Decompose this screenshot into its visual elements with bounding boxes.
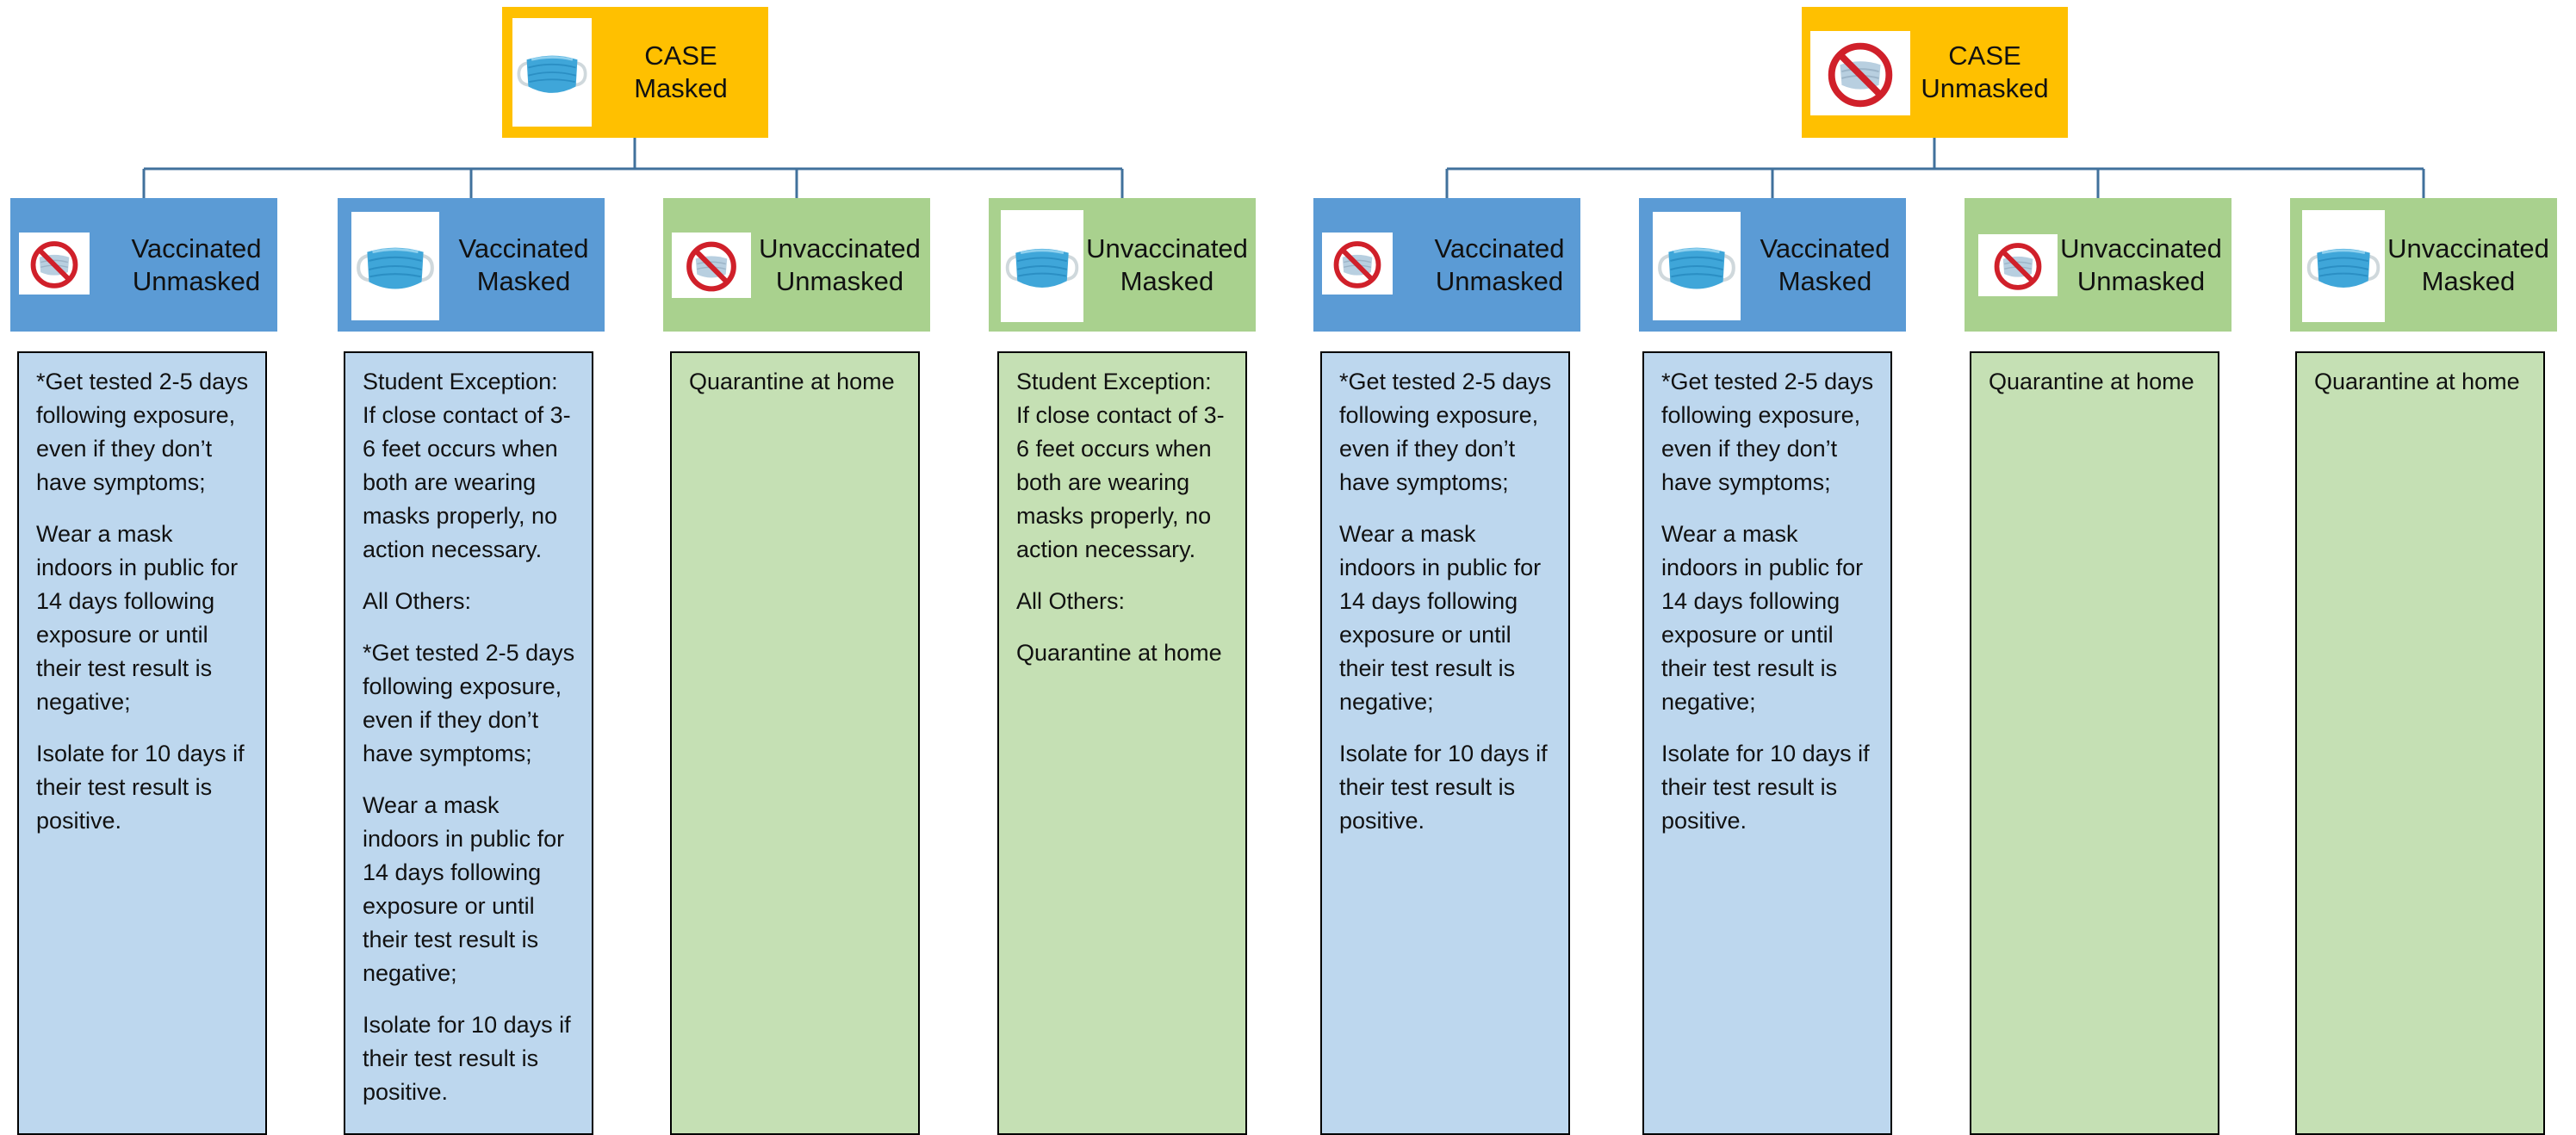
category-vaccinated-masked: Vaccinated Masked — [1639, 198, 1906, 332]
no-mask-icon — [1978, 234, 2058, 296]
guidance-paragraph: Student Exception: If close contact of 3… — [363, 369, 571, 562]
face-mask-icon — [512, 18, 592, 127]
guidance-paragraph: Student Exception: If close contact of 3… — [1016, 369, 1225, 562]
face-mask-icon — [351, 212, 439, 320]
guidance-paragraph: *Get tested 2-5 days following exposure,… — [1661, 369, 1874, 495]
case-title: CASE — [644, 40, 717, 71]
guidance-box: Student Exception: If close contact of 3… — [344, 351, 593, 1135]
guidance-paragraph: Isolate for 10 days if their test result… — [36, 741, 245, 834]
category-vaccination: Vaccinated — [1434, 233, 1565, 264]
no-mask-icon — [19, 233, 90, 295]
guidance-paragraph: Wear a mask indoors in public for 14 day… — [36, 521, 239, 715]
guidance-paragraph: *Get tested 2-5 days following exposure,… — [363, 640, 575, 766]
category-vaccinated-unmasked: Vaccinated Unmasked — [10, 198, 277, 332]
guidance-paragraph: Isolate for 10 days if their test result… — [1661, 741, 1870, 834]
case-masked-label: CASE Masked — [602, 7, 760, 138]
category-vaccination: Unvaccinated — [2060, 233, 2222, 264]
category-mask-status: Unmasked — [132, 265, 261, 296]
guidance-paragraph: Quarantine at home — [1016, 640, 1222, 666]
face-mask-icon — [1653, 212, 1741, 320]
category-mask-status: Unmasked — [2076, 265, 2206, 296]
no-mask-icon — [1322, 233, 1393, 295]
category-mask-status: Masked — [1120, 265, 1214, 296]
guidance-paragraph: Quarantine at home — [689, 369, 895, 394]
no-mask-icon — [672, 233, 751, 298]
category-unvaccinated-unmasked: Unvaccinated Unmasked — [663, 198, 930, 332]
guidance-box: Quarantine at home — [670, 351, 920, 1135]
category-mask-status: Masked — [2421, 265, 2516, 296]
face-mask-icon — [1001, 210, 1083, 322]
guidance-paragraph: *Get tested 2-5 days following exposure,… — [36, 369, 249, 495]
face-mask-icon — [2302, 210, 2385, 322]
guidance-box: Quarantine at home — [1970, 351, 2219, 1135]
case-unmasked-box: CASE Unmasked — [1802, 7, 2068, 138]
guidance-paragraph: Isolate for 10 days if their test result… — [363, 1012, 571, 1105]
no-mask-icon — [1810, 31, 1910, 115]
category-vaccination: Vaccinated — [458, 233, 589, 264]
guidance-box: *Get tested 2-5 days following exposure,… — [17, 351, 267, 1135]
category-vaccination: Unvaccinated — [759, 233, 921, 264]
guidance-paragraph: Quarantine at home — [2314, 369, 2520, 394]
category-vaccination: Unvaccinated — [2387, 233, 2549, 264]
guidance-box: *Get tested 2-5 days following exposure,… — [1320, 351, 1570, 1135]
guidance-paragraph: Wear a mask indoors in public for 14 day… — [363, 792, 565, 986]
case-unmasked-label: CASE Unmasked — [1910, 7, 2059, 138]
category-mask-status: Unmasked — [775, 265, 904, 296]
category-vaccinated-masked: Vaccinated Masked — [338, 198, 605, 332]
category-unvaccinated-unmasked: Unvaccinated Unmasked — [1965, 198, 2231, 332]
guidance-paragraph: All Others: — [1016, 588, 1126, 614]
category-mask-status: Unmasked — [1435, 265, 1564, 296]
category-vaccination: Unvaccinated — [1086, 233, 1248, 264]
guidance-box: Quarantine at home — [2295, 351, 2545, 1135]
category-mask-status: Masked — [476, 265, 571, 296]
guidance-paragraph: *Get tested 2-5 days following exposure,… — [1339, 369, 1552, 495]
guidance-paragraph: Wear a mask indoors in public for 14 day… — [1339, 521, 1542, 715]
category-vaccination: Vaccinated — [1760, 233, 1890, 264]
category-vaccination: Vaccinated — [131, 233, 262, 264]
category-unvaccinated-masked: Unvaccinated Masked — [989, 198, 1256, 332]
guidance-box: Student Exception: If close contact of 3… — [997, 351, 1247, 1135]
guidance-paragraph: Quarantine at home — [1989, 369, 2194, 394]
case-status: Masked — [634, 73, 728, 103]
guidance-paragraph: All Others: — [363, 588, 472, 614]
guidance-box: *Get tested 2-5 days following exposure,… — [1642, 351, 1892, 1135]
category-unvaccinated-masked: Unvaccinated Masked — [2290, 198, 2557, 332]
guidance-paragraph: Wear a mask indoors in public for 14 day… — [1661, 521, 1864, 715]
case-masked-box: CASE Masked — [502, 7, 768, 138]
category-mask-status: Masked — [1778, 265, 1872, 296]
guidance-paragraph: Isolate for 10 days if their test result… — [1339, 741, 1548, 834]
case-title: CASE — [1948, 40, 2021, 71]
case-status: Unmasked — [1921, 73, 2049, 103]
category-vaccinated-unmasked: Vaccinated Unmasked — [1313, 198, 1580, 332]
